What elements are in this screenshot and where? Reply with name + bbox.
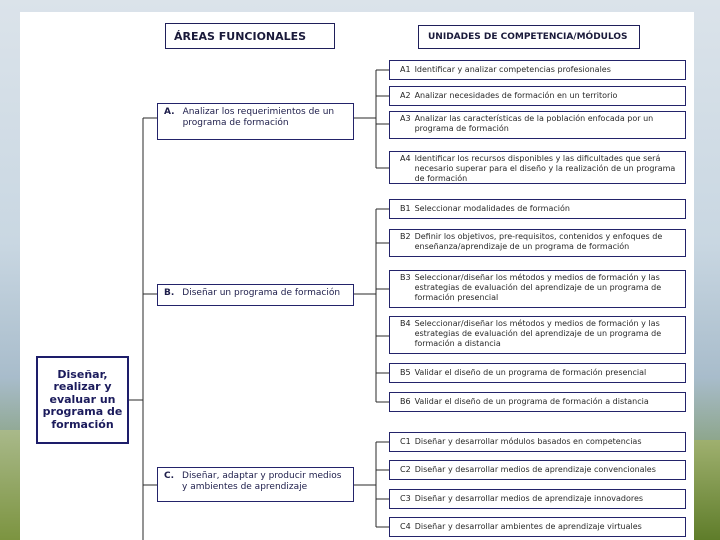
unit-code: B3 — [400, 273, 411, 303]
unit-c3: C3 Diseñar y desarrollar medios de aprend… — [389, 489, 686, 509]
unit-code: B5 — [400, 368, 411, 378]
root-node: Diseñar, realizar y evaluar un programa … — [36, 356, 129, 444]
area-code: C. — [164, 471, 174, 498]
unit-b5: B5 Validar el diseño de un programa de fo… — [389, 363, 686, 383]
unit-text: Seleccionar modalidades de formación — [415, 204, 570, 214]
unit-a1: A1 Identificar y analizar competencias pr… — [389, 60, 686, 80]
unit-text: Definir los objetivos, pre-requisitos, c… — [415, 232, 681, 252]
unit-text: Identificar y analizar competencias prof… — [415, 65, 611, 75]
unit-b6: B6 Validar el diseño de un programa de fo… — [389, 392, 686, 412]
unit-text: Diseñar y desarrollar medios de aprendiz… — [415, 465, 656, 475]
unit-text: Identificar los recursos disponibles y l… — [415, 154, 681, 184]
areas-header-label: ÁREAS FUNCIONALES — [174, 30, 306, 43]
unit-text: Diseñar y desarrollar medios de aprendiz… — [415, 494, 643, 504]
unit-code: A4 — [400, 154, 411, 184]
area-c: C. Diseñar, adaptar y producir medios y … — [157, 467, 354, 502]
unit-text: Seleccionar/diseñar los métodos y medios… — [415, 319, 681, 349]
area-b: B. Diseñar un programa de formación — [157, 284, 354, 306]
area-text: Diseñar, adaptar y producir medios y amb… — [182, 471, 347, 498]
unit-a2: A2 Analizar necesidades de formación en u… — [389, 86, 686, 106]
unit-c4: C4 Diseñar y desarrollar ambientes de apr… — [389, 517, 686, 537]
unit-c2: C2 Diseñar y desarrollar medios de aprend… — [389, 460, 686, 480]
unit-code: A3 — [400, 114, 411, 134]
unit-code: C2 — [400, 465, 411, 475]
unit-code: C3 — [400, 494, 411, 504]
unit-text: Validar el diseño de un programa de form… — [415, 368, 647, 378]
area-text: Diseñar un programa de formación — [182, 288, 340, 302]
units-header: UNIDADES DE COMPETENCIA/MÓDULOS — [418, 25, 640, 49]
unit-text: Diseñar y desarrollar módulos basados en… — [415, 437, 642, 447]
unit-code: B1 — [400, 204, 411, 214]
unit-code: B6 — [400, 397, 411, 407]
unit-text: Seleccionar/diseñar los métodos y medios… — [415, 273, 681, 303]
unit-text: Analizar necesidades de formación en un … — [415, 91, 618, 101]
area-a: A. Analizar los requerimientos de un pro… — [157, 103, 354, 140]
unit-code: C1 — [400, 437, 411, 447]
units-header-label: UNIDADES DE COMPETENCIA/MÓDULOS — [428, 32, 628, 42]
unit-code: A1 — [400, 65, 411, 75]
area-code: A. — [164, 107, 175, 136]
unit-code: B2 — [400, 232, 411, 252]
unit-text: Analizar las características de la pobla… — [415, 114, 681, 134]
area-code: B. — [164, 288, 174, 302]
unit-c1: C1 Diseñar y desarrollar módulos basados … — [389, 432, 686, 452]
unit-code: A2 — [400, 91, 411, 101]
unit-code: B4 — [400, 319, 411, 349]
unit-code: C4 — [400, 522, 411, 532]
areas-header: ÁREAS FUNCIONALES — [165, 23, 335, 49]
unit-text: Diseñar y desarrollar ambientes de apren… — [415, 522, 642, 532]
unit-text: Validar el diseño de un programa de form… — [415, 397, 649, 407]
root-node-label: Diseñar, realizar y evaluar un programa … — [43, 369, 123, 432]
unit-b1: B1 Seleccionar modalidades de formación — [389, 199, 686, 219]
area-text: Analizar los requerimientos de un progra… — [183, 107, 347, 136]
